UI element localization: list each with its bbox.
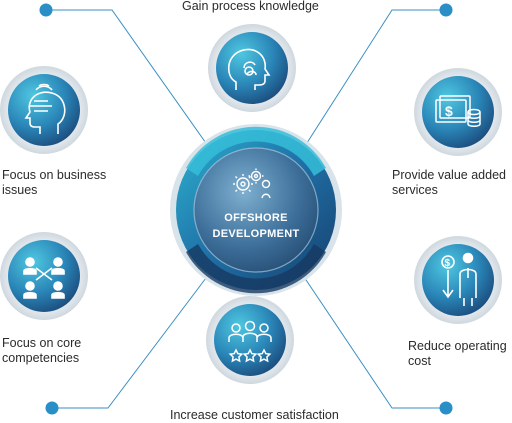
label-increase-customer-satisfaction: Increase customer satisfaction — [170, 408, 339, 422]
connector-dots — [39, 3, 453, 415]
connector-top-left — [46, 9, 209, 147]
dot-top-right — [439, 3, 453, 17]
node-reduce-operating-cost: $ — [414, 236, 502, 324]
connector-bottom-left — [52, 269, 213, 409]
svg-text:$: $ — [445, 103, 453, 119]
gears-person-icon — [233, 168, 271, 199]
head-brain-icon — [227, 48, 271, 90]
label-reduce-operating-cost: Reduce operating cost — [408, 339, 507, 368]
node-gain-process-knowledge — [208, 24, 296, 112]
connector-lines — [46, 9, 446, 409]
label-focus-on-core-competencies: Focus on core competencies — [2, 336, 82, 365]
center-hub — [170, 124, 342, 296]
team-network-icon — [23, 257, 65, 299]
node-increase-customer-satisfaction — [206, 296, 294, 384]
node-focus-on-business-issues — [0, 66, 88, 154]
node-focus-on-core-competencies — [0, 232, 88, 320]
dot-bottom-right — [439, 401, 453, 415]
center-title: OFFSHORE DEVELOPMENT — [196, 212, 316, 240]
label-provide-value-added-services: Provide value added services — [392, 168, 506, 197]
svg-text:$: $ — [445, 258, 451, 269]
connector-bottom-right — [297, 267, 446, 409]
connector-top-right — [304, 9, 446, 147]
dot-bottom-left — [45, 401, 59, 415]
center-title-line1: OFFSHORE — [224, 212, 288, 224]
head-eye-focus-icon — [24, 83, 66, 134]
people-stars-icon — [228, 320, 272, 363]
label-focus-on-business-issues: Focus on business issues — [2, 168, 107, 197]
label-gain-process-knowledge: Gain process knowledge — [182, 0, 319, 13]
center-title-line2: DEVELOPMENT — [212, 228, 300, 240]
businessman-cost-down-icon: $ — [441, 252, 477, 306]
money-coins-icon: $ — [435, 95, 481, 127]
dot-top-left — [39, 3, 53, 17]
node-provide-value-added-services: $ — [414, 68, 502, 156]
